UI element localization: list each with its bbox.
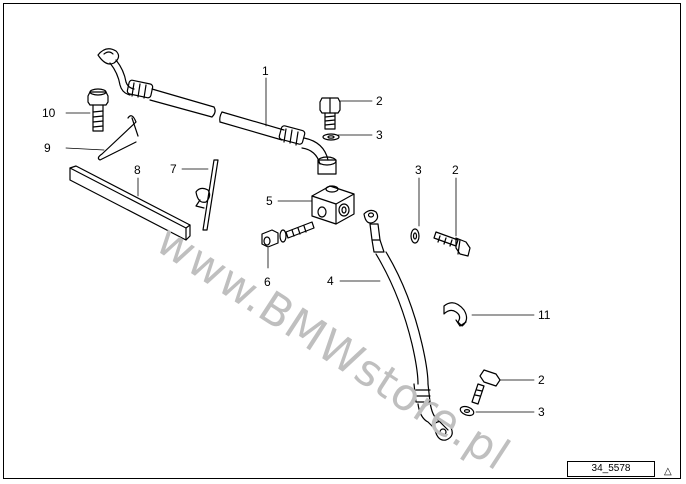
- hose-clip-part: [443, 302, 468, 327]
- callout-9: 9: [44, 141, 51, 155]
- brake-line-part: [97, 48, 337, 175]
- callout-5: 5: [266, 194, 273, 208]
- callout-3-bottom: 3: [538, 405, 545, 419]
- distributor-part: [311, 185, 355, 225]
- cable-tie-part: [195, 159, 219, 231]
- sealing-washer-part-right: [410, 228, 420, 244]
- banjo-bolt-part-bottom: [471, 369, 501, 405]
- banjo-bolt-part-top: [319, 97, 341, 130]
- hex-bolt-part-10: [87, 88, 109, 132]
- callout-8: 8: [134, 163, 141, 177]
- callout-3-right: 3: [415, 163, 422, 177]
- callout-7: 7: [170, 162, 177, 176]
- leader-lines: [65, 77, 535, 413]
- brake-hose-part: [363, 209, 453, 441]
- callout-2-top: 2: [376, 94, 383, 108]
- sealing-washer-part-top: [322, 133, 340, 141]
- callout-10: 10: [42, 106, 56, 120]
- spring-clip-part: [97, 115, 139, 161]
- callout-1: 1: [262, 64, 269, 78]
- callout-2-bottom: 2: [538, 373, 545, 387]
- triangle-icon: △: [664, 466, 672, 477]
- diagram-reference-label: 34_5578: [567, 461, 655, 477]
- diagram-frame: [3, 3, 681, 479]
- callout-3-top: 3: [376, 128, 383, 142]
- banjo-bolt-part-right: [433, 231, 471, 257]
- sealing-washer-part-bottom: [459, 405, 475, 417]
- hex-bolt-part-6: [261, 221, 315, 248]
- callout-4: 4: [327, 274, 334, 288]
- callout-6: 6: [264, 275, 271, 289]
- protective-strip-part: [69, 165, 191, 241]
- callout-11: 11: [538, 308, 551, 322]
- callout-2-right: 2: [452, 163, 459, 177]
